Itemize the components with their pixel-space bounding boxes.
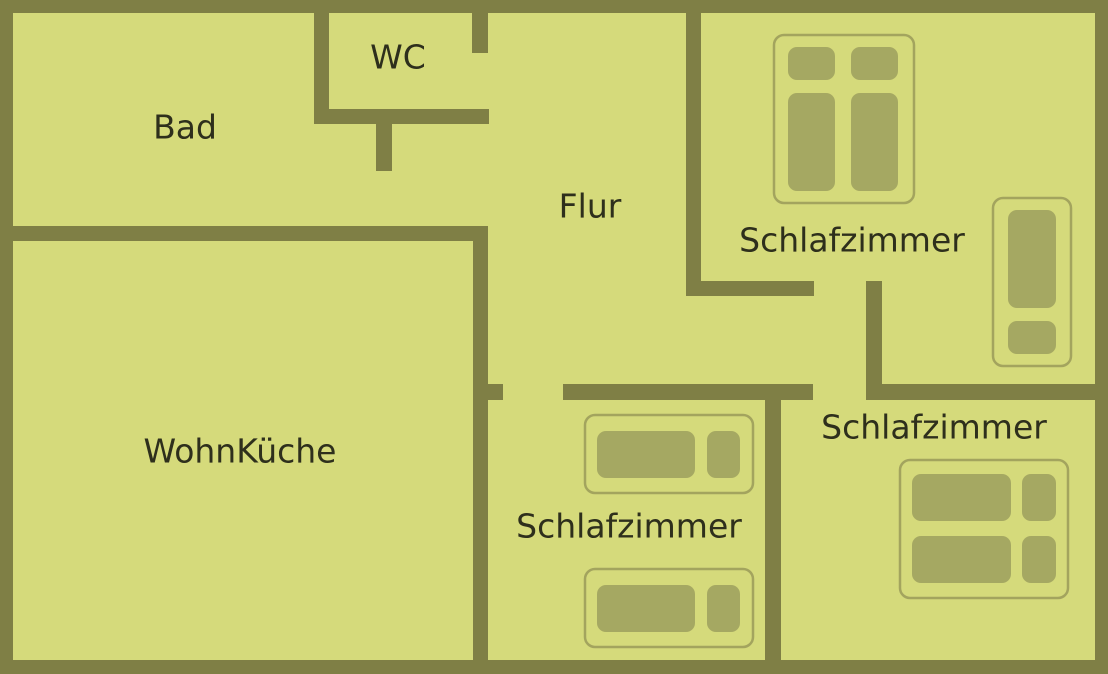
single-bed-bedroom2-top [583, 413, 755, 495]
room-label-schlafzimmer-1: Schlafzimmer [739, 221, 965, 260]
single-bed-bedroom1 [991, 196, 1073, 368]
wall-wc-left [314, 13, 329, 124]
outer-wall-top [0, 0, 1108, 13]
wall-wohnkueche-right [473, 226, 488, 674]
furniture [583, 33, 1073, 649]
wall-door-stub-left [473, 384, 503, 400]
wall-corridor-bottom [563, 384, 813, 400]
wall-bad-bottom [0, 226, 488, 241]
double-bed-bedroom3 [898, 458, 1070, 600]
wall-bedroom1-bottom [686, 281, 814, 296]
room-label-wc: WC [370, 38, 426, 77]
room-label-schlafzimmer-3: Schlafzimmer [821, 408, 1047, 447]
wall-bedroom-divider [765, 384, 781, 674]
room-label-wohnkueche: WohnKüche [144, 432, 337, 471]
outer-wall-bottom [0, 660, 1108, 674]
outer-wall-left [0, 0, 13, 674]
room-label-schlafzimmer-2: Schlafzimmer [516, 507, 742, 546]
outer-wall-right [1095, 0, 1108, 674]
room-label-bad: Bad [153, 108, 217, 147]
wall-wc-door-stub [472, 13, 488, 53]
wall-bedroom3-top [866, 384, 1108, 400]
double-bed-bedroom1 [772, 33, 916, 205]
single-bed-bedroom2-bottom [583, 567, 755, 649]
wall-bedroom1-right-stub [866, 281, 882, 400]
wall-wc-bottom [314, 109, 489, 124]
wall-bad-stub [376, 109, 392, 171]
room-label-flur: Flur [559, 187, 622, 226]
wall-bedroom1-left [686, 13, 701, 296]
